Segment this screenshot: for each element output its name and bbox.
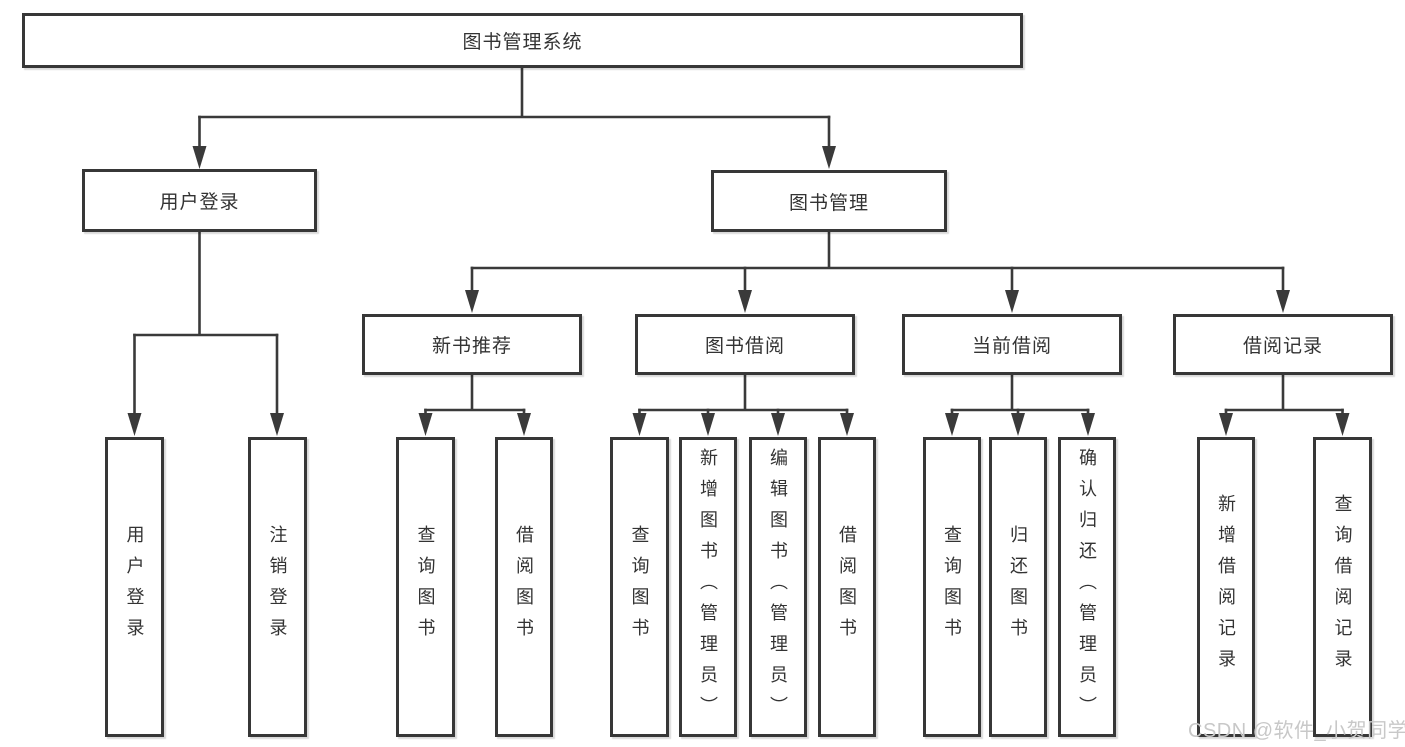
leaf-query-books-current: 查询图书: [923, 437, 981, 737]
node-current-borrowing: 当前借阅: [902, 314, 1122, 375]
leaf-add-borrow-record: 新增借阅记录: [1197, 437, 1255, 737]
leaf-borrow-books-recommend: 借阅图书: [495, 437, 553, 737]
node-borrowing-records: 借阅记录: [1173, 314, 1393, 375]
leaf-query-borrow-record: 查询借阅记录: [1313, 437, 1372, 737]
leaf-user-login: 用户登录: [105, 437, 164, 737]
leaf-edit-book-admin: 编辑图书（管理员）: [749, 437, 807, 737]
leaf-borrow-books-borrowing: 借阅图书: [818, 437, 876, 737]
leaf-return-books: 归还图书: [989, 437, 1047, 737]
node-user-login: 用户登录: [82, 169, 317, 232]
node-book-management: 图书管理: [711, 170, 947, 232]
node-library-management-system: 图书管理系统: [22, 13, 1023, 68]
node-book-borrowing: 图书借阅: [635, 314, 855, 375]
leaf-add-book-admin: 新增图书（管理员）: [679, 437, 737, 737]
csdn-watermark: CSDN @软件_小贺同学: [1188, 720, 1405, 742]
leaf-query-books-recommend: 查询图书: [396, 437, 455, 737]
leaf-confirm-return-admin: 确认归还（管理员）: [1058, 437, 1116, 737]
leaf-logout: 注销登录: [248, 437, 307, 737]
node-new-book-recommendation: 新书推荐: [362, 314, 582, 375]
leaf-query-books-borrowing: 查询图书: [610, 437, 669, 737]
